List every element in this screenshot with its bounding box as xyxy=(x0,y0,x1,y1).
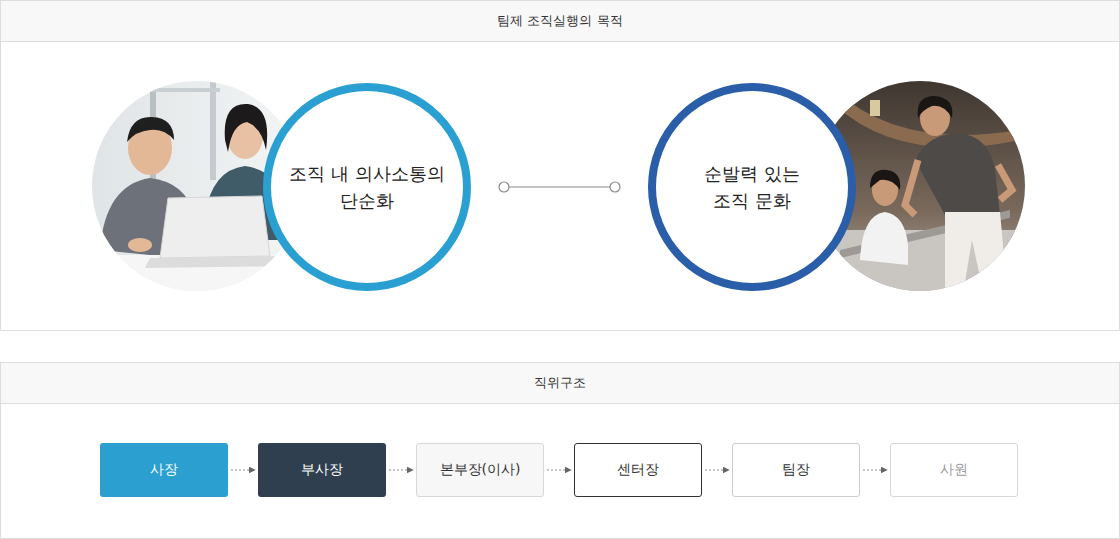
rank-box: 사장 xyxy=(100,443,228,497)
connector xyxy=(499,182,620,192)
node-label: 사원 xyxy=(940,461,968,479)
connector xyxy=(547,470,571,471)
section-panel xyxy=(1,1,1120,331)
rank-box: 사원 xyxy=(890,443,1018,497)
circle-outline xyxy=(262,82,472,292)
endpoint-dot xyxy=(499,182,509,192)
node-label: 조직 내 의사소통의 단순화 xyxy=(285,160,450,214)
purpose-circle: 조직 내 의사소통의 단순화 xyxy=(262,82,472,292)
connector xyxy=(231,470,255,471)
connector xyxy=(389,470,413,471)
rank-box: 팀장 xyxy=(732,443,860,497)
node-label: 직위구조 xyxy=(534,374,586,392)
node-label: 부사장 xyxy=(301,461,343,479)
connector xyxy=(863,470,887,471)
circle-outline xyxy=(647,82,857,292)
node-label: 사장 xyxy=(150,461,178,479)
purpose-circle: 순발력 있는 조직 문화 xyxy=(647,82,857,292)
rank-box: 부사장 xyxy=(258,443,386,497)
section-header: 직위구조 xyxy=(0,362,1120,404)
section-panel xyxy=(1,363,1120,539)
node-label: 팀장 xyxy=(782,461,810,479)
node-label: 센터장 xyxy=(617,461,659,479)
node-label: 순발력 있는 조직 문화 xyxy=(687,160,817,214)
connector xyxy=(705,470,729,471)
section-header: 팀제 조직실행의 목적 xyxy=(0,0,1120,42)
rank-box: 본부장(이사) xyxy=(416,443,544,497)
rank-box: 센터장 xyxy=(574,443,702,497)
node-label: 팀제 조직실행의 목적 xyxy=(497,12,622,30)
node-label: 본부장(이사) xyxy=(440,461,521,479)
endpoint-dot xyxy=(610,182,620,192)
